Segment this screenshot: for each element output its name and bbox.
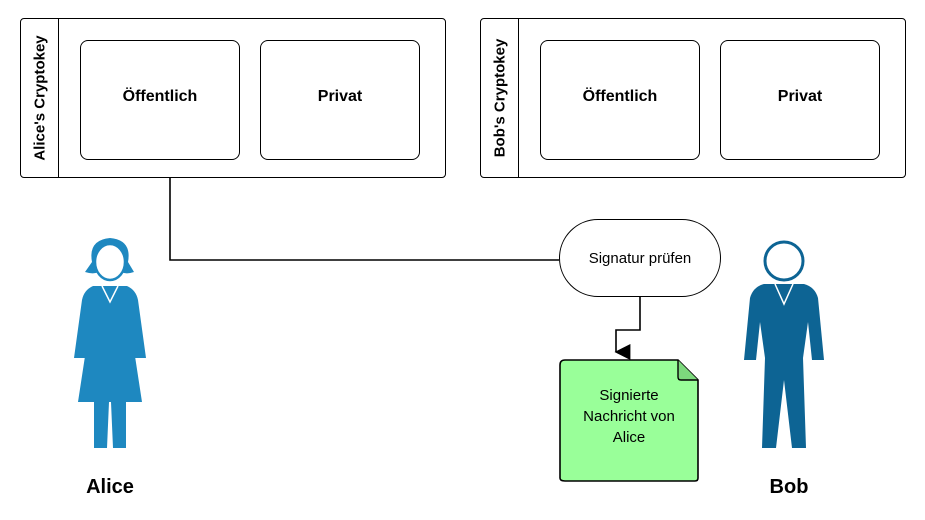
alice-private-key-label: Privat [317, 88, 363, 105]
bob-private-key-box[interactable]: Privat [720, 40, 880, 160]
alice-pool-title: Alice's Cryptokey [31, 35, 49, 161]
alice-body [74, 286, 146, 448]
alice-public-key-label: Öffentlich [122, 88, 198, 105]
bob-public-key-box[interactable]: Öffentlich [540, 40, 700, 160]
signed-message-line-3: Alice [612, 429, 646, 446]
alice-name-label: Alice [86, 476, 134, 498]
bob-head [763, 240, 805, 282]
bob-person-icon [744, 240, 824, 448]
bob-name-label: Bob [769, 476, 809, 498]
alice-private-key-box[interactable]: Privat [260, 40, 420, 160]
alice-face [93, 242, 127, 282]
document-shape [559, 359, 699, 482]
bob-cryptokey-pool[interactable]: Bob's Cryptokey Öffentlich Privat [480, 18, 906, 178]
alice-person-icon [74, 238, 146, 448]
bob-pool-header: Bob's Cryptokey [481, 19, 519, 177]
verify-signature-label: Signatur prüfen [588, 249, 692, 267]
bob-pool-title: Bob's Cryptokey [491, 38, 509, 158]
verify-signature-process[interactable]: Signatur prüfen [559, 219, 721, 297]
alice-collar [101, 285, 119, 304]
connector-public-key-to-verify [169, 160, 559, 261]
bob-public-key-label: Öffentlich [582, 88, 658, 105]
signed-message-line-2: Nachricht von [583, 408, 675, 425]
alice-cryptokey-pool[interactable]: Alice's Cryptokey Öffentlich Privat [20, 18, 446, 178]
signed-message-text: Signierte Nachricht von Alice [560, 385, 698, 448]
alice-pool-header: Alice's Cryptokey [21, 19, 59, 177]
bob-body [744, 284, 824, 448]
signed-message-document[interactable] [559, 359, 699, 482]
signed-message-line-1: Signierte [599, 387, 659, 404]
bob-private-key-label: Privat [777, 88, 823, 105]
document-folded-corner [677, 360, 698, 381]
connector-verify-to-message [614, 297, 641, 360]
alice-public-key-box[interactable]: Öffentlich [80, 40, 240, 160]
bob-collar [774, 283, 794, 306]
